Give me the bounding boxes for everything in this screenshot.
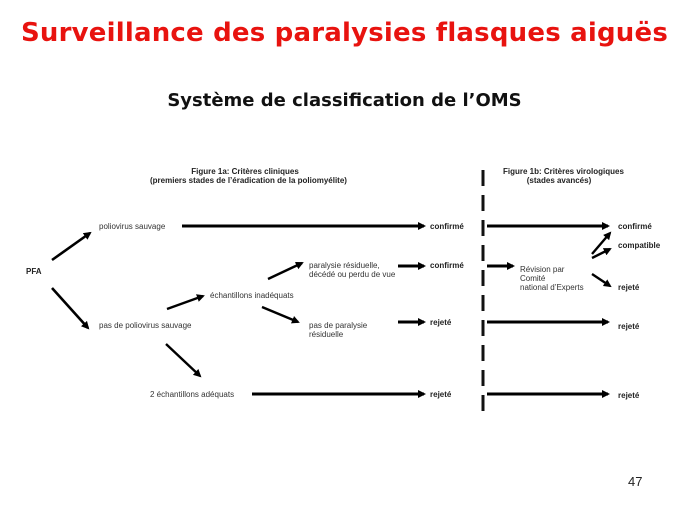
outcome-1b-rejete-row3: rejeté	[618, 322, 640, 331]
figure-1b-title-line2: (stades avancés)	[526, 176, 592, 185]
outcome-1a-row3: rejeté	[430, 318, 452, 327]
node-revision-line3: national d’Experts	[520, 283, 584, 292]
arrow-echantillons-to-paralysie	[267, 261, 304, 281]
arrow-revision-to-rejete	[591, 273, 612, 288]
arrow-pfa-to-pas-de-poliovirus	[51, 287, 90, 330]
arrow-revision-to-confirme	[591, 231, 612, 255]
node-poliovirus-sauvage: poliovirus sauvage	[99, 222, 166, 231]
node-pas-de-paralysie: pas de paralysie résiduelle	[309, 321, 367, 339]
node-deux-echantillons-adequats: 2 échantillons adéquats	[150, 390, 235, 399]
arrow-pfa-to-poliovirus	[51, 231, 92, 262]
outcome-1a-row4: rejeté	[430, 390, 452, 399]
outcome-1b-confirme: confirmé	[618, 222, 652, 231]
node-paralysie-residuelle: paralysie résiduelle, décédé ou perdu de…	[309, 261, 395, 279]
node-pfa: PFA	[26, 267, 42, 276]
node-paralysie-line1: paralysie résiduelle,	[309, 261, 380, 270]
node-revision-comite: Révision par Comité national d’Experts	[520, 265, 584, 292]
node-pas-de-paralysie-line1: pas de paralysie	[309, 321, 368, 330]
outcome-1b-compatible: compatible	[618, 241, 661, 250]
figure-1b-title: Figure 1b: Critères virologiques (stades…	[503, 167, 624, 185]
slide-subtitle: Système de classification de l’OMS	[167, 90, 522, 111]
arrow-revision-to-compatible	[591, 247, 612, 260]
slide-title: Surveillance des paralysies flasques aig…	[20, 18, 669, 48]
node-pas-de-paralysie-line2: résiduelle	[309, 330, 344, 339]
node-paralysie-line2: décédé ou perdu de vue	[309, 270, 396, 279]
outcome-1a-row2: confirmé	[430, 261, 464, 270]
arrow-pas-de-poliovirus-to-deux-echantillons	[165, 343, 202, 378]
outcome-1a-row1: confirmé	[430, 222, 464, 231]
figure-1b-title-line1: Figure 1b: Critères virologiques	[503, 167, 624, 176]
node-echantillons-inadequats: échantillons inadéquats	[210, 291, 294, 300]
outcome-1b-rejete-revision: rejeté	[618, 283, 640, 292]
arrow-echantillons-to-pas-de-paralysie	[261, 305, 300, 324]
arrow-pas-de-poliovirus-to-echantillons	[166, 294, 205, 311]
node-revision-line2: Comité	[520, 274, 546, 283]
page-number: 47	[628, 474, 643, 489]
figure-1a-title-line2: (premiers stades de l’éradication de la …	[150, 176, 347, 185]
outcome-1b-rejete-row4: rejeté	[618, 391, 640, 400]
node-pas-de-poliovirus-sauvage: pas de poliovirus sauvage	[99, 321, 192, 330]
figure-1a-title-line1: Figure 1a: Critères cliniques	[191, 167, 299, 176]
figure-1a-title: Figure 1a: Critères cliniques (premiers …	[150, 167, 347, 185]
node-revision-line1: Révision par	[520, 265, 565, 274]
